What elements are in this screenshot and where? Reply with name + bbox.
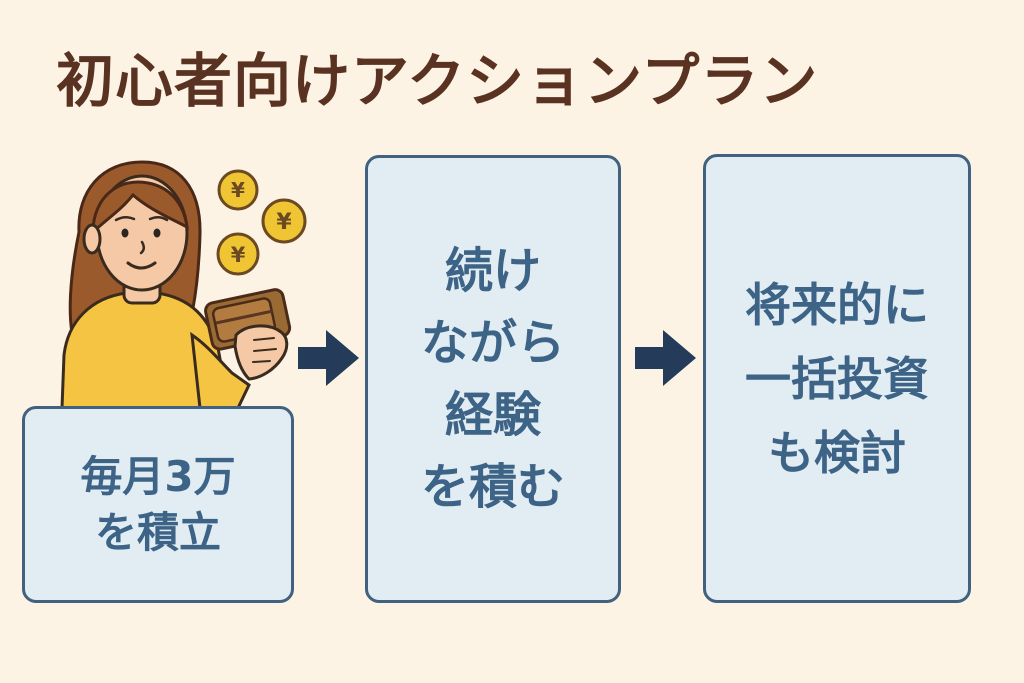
left-eye [121, 228, 129, 238]
hand [233, 324, 289, 381]
svg-text:¥: ¥ [276, 210, 292, 235]
step-2-line-2: ながら [420, 315, 565, 371]
step-2-line-3: 経験 [444, 387, 541, 443]
step-2-line-4: を積む [420, 459, 565, 515]
svg-text:¥: ¥ [231, 178, 245, 202]
ear [82, 223, 102, 255]
yen-coin-icon: ¥ [216, 232, 260, 276]
step-1-line-1: 毎月3万 [80, 451, 236, 501]
step-box-monthly-saving: 毎月3万 を積立 [22, 406, 294, 603]
step-box-experience: 続け ながら 経験 を積む [365, 155, 621, 603]
yen-coin-icon: ¥ [217, 169, 259, 211]
smile [126, 261, 157, 270]
svg-text:¥: ¥ [231, 243, 246, 267]
right-arrow-icon [635, 330, 696, 386]
coin-group: ¥ ¥ ¥ [216, 169, 307, 276]
step-2-line-1: 続け [444, 243, 541, 299]
right-eyebrow [148, 216, 169, 222]
left-eyebrow [114, 216, 136, 222]
sleeve [190, 331, 251, 408]
page-title: 初心者向けアクションプラン [56, 47, 819, 115]
step-3-line-2: 一括投資 [745, 351, 929, 406]
step-3-line-3: も検討 [768, 425, 906, 480]
right-eye [153, 228, 161, 238]
step-1-line-2: を積立 [94, 507, 221, 557]
hair-front [91, 180, 189, 236]
nose [139, 240, 145, 255]
yen-coin-icon: ¥ [261, 198, 307, 244]
step-3-line-1: 将来的に [745, 277, 929, 332]
finger-lines [252, 337, 277, 363]
woman-with-wallet-illustration: ¥ ¥ ¥ [44, 150, 320, 408]
person-icon [60, 160, 292, 408]
step-box-lump-sum: 将来的に 一括投資 も検討 [703, 154, 971, 603]
right-arrow-icon [298, 330, 359, 386]
